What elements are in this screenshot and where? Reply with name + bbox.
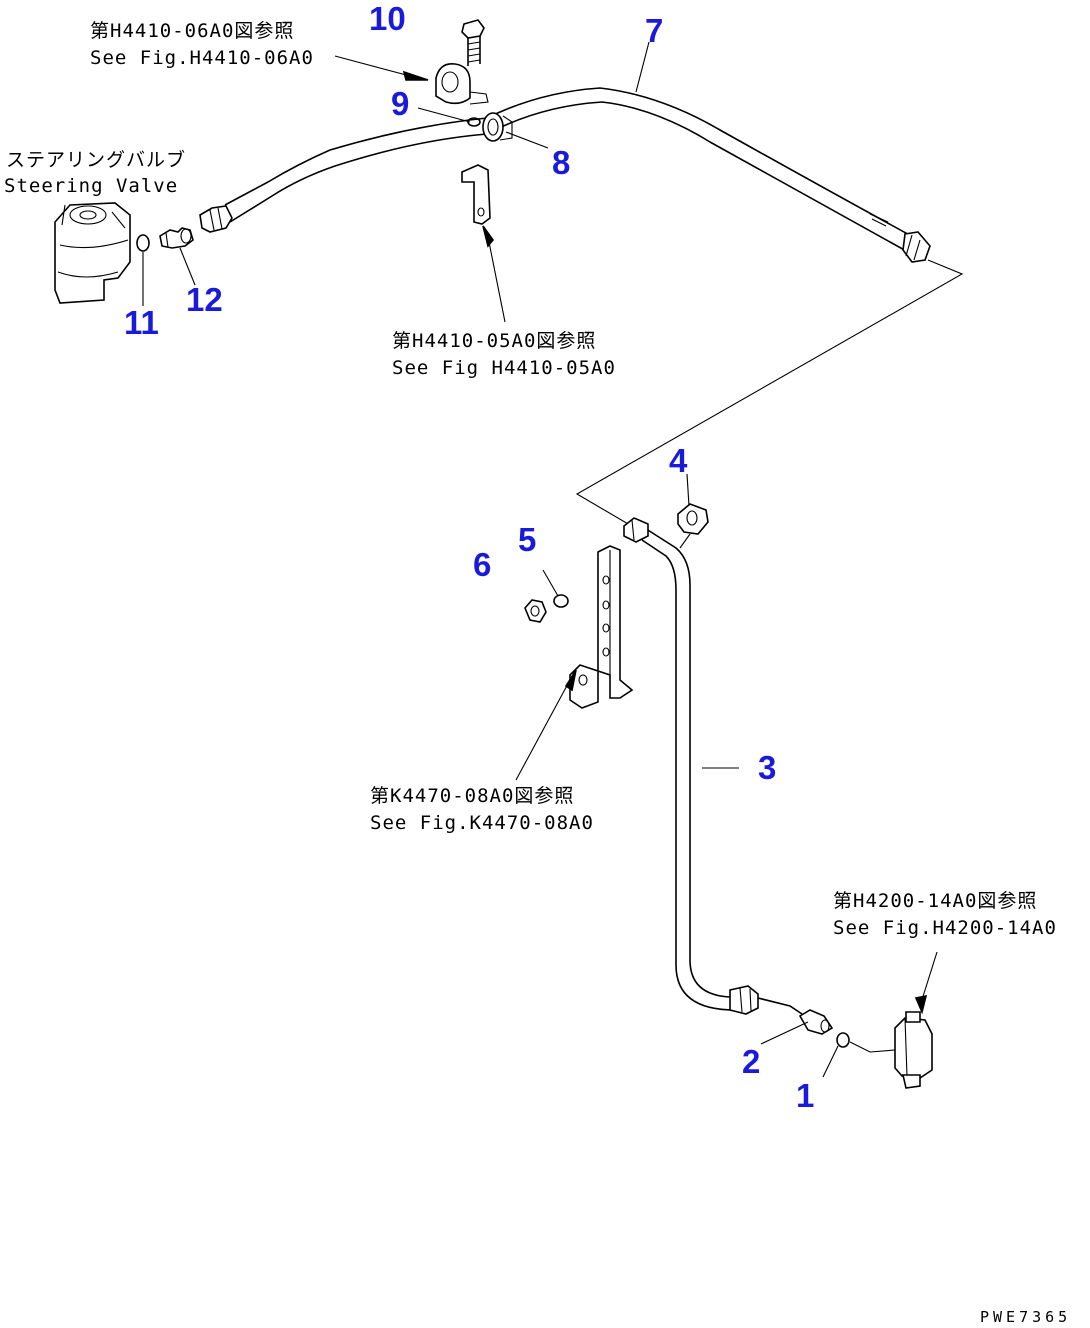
section-break-line	[575, 259, 964, 529]
hose-7	[199, 87, 931, 263]
svg-text:See Fig.K4470-08A0: See Fig.K4470-08A0	[370, 812, 594, 834]
clamp-10	[435, 62, 489, 105]
washer-5	[553, 594, 569, 608]
svg-text:第H4410-05A0図参照: 第H4410-05A0図参照	[392, 330, 596, 352]
svg-text:See Fig H4410-05A0: See Fig H4410-05A0	[392, 357, 616, 379]
callout-9: 9	[391, 85, 409, 122]
svg-text:Steering Valve: Steering Valve	[4, 175, 178, 197]
callout-2: 2	[742, 1043, 760, 1080]
callout-6: 6	[473, 546, 491, 583]
ref-label-h4410-05a0: 第H4410-05A0図参照 See Fig H4410-05A0	[392, 330, 616, 379]
svg-text:第H4200-14A0図参照: 第H4200-14A0図参照	[833, 890, 1037, 912]
tube-3	[623, 517, 759, 1015]
callout-1: 1	[796, 1077, 814, 1114]
callout-7: 7	[645, 12, 663, 49]
ref-label-h4410-06a0: 第H4410-06A0図参照 See Fig.H4410-06A0	[90, 20, 314, 69]
steering-valve	[54, 202, 131, 304]
svg-text:See Fig.H4410-06A0: See Fig.H4410-06A0	[90, 47, 314, 69]
svg-text:第K4470-08A0図参照: 第K4470-08A0図参照	[370, 785, 574, 807]
hose-clamp-8	[482, 112, 513, 142]
nut-6	[524, 599, 547, 623]
callout-10: 10	[369, 0, 406, 37]
mounting-bracket	[569, 545, 634, 709]
callout-3: 3	[758, 749, 776, 786]
o-ring-1	[836, 1032, 850, 1048]
svg-text:第H4410-06A0図参照: 第H4410-06A0図参照	[90, 20, 294, 42]
o-ring-11	[136, 234, 150, 252]
svg-text:See Fig.H4200-14A0: See Fig.H4200-14A0	[833, 917, 1057, 939]
hose-bracket	[461, 164, 491, 225]
clip-4	[677, 503, 709, 549]
ref-label-h4200-14a0: 第H4200-14A0図参照 See Fig.H4200-14A0	[833, 890, 1057, 939]
callout-12: 12	[186, 281, 223, 318]
bolt-10	[461, 19, 485, 66]
svg-text:ステアリングバルブ: ステアリングバルブ	[6, 148, 186, 171]
callout-8: 8	[552, 144, 570, 181]
callout-5: 5	[518, 521, 536, 558]
drawing-code: PWE7365	[980, 1308, 1071, 1326]
connector-2	[757, 997, 834, 1035]
connector-12	[159, 227, 194, 249]
ref-label-steering-valve: ステアリングバルブ Steering Valve	[4, 148, 186, 197]
leader-lines	[142, 41, 938, 1078]
callout-4: 4	[669, 442, 688, 479]
pressure-switch	[849, 1011, 933, 1089]
ref-label-k4470-08a0: 第K4470-08A0図参照 See Fig.K4470-08A0	[370, 785, 594, 834]
callout-11: 11	[124, 304, 159, 341]
